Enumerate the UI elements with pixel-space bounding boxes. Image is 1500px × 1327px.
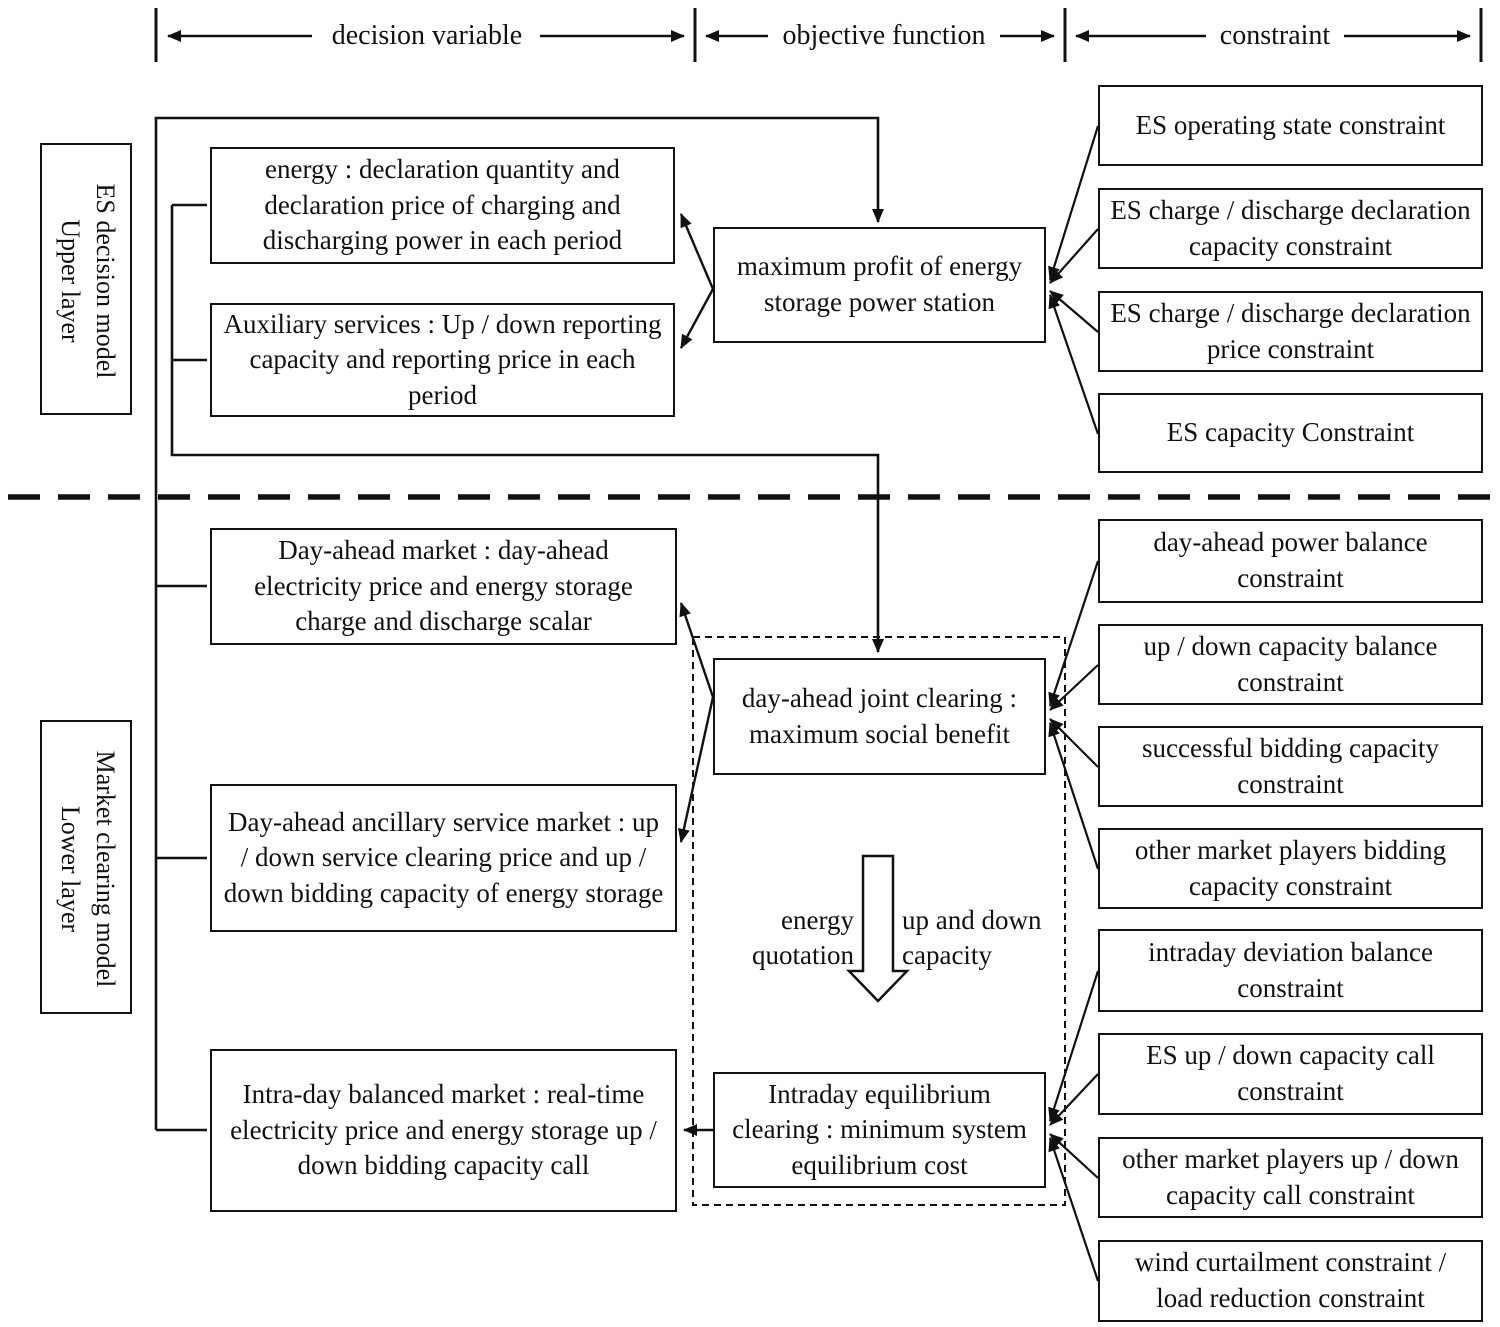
declaration-spine — [170, 203, 884, 653]
constraint-other-players-capacity-call: other market players up / down capacity … — [1098, 1137, 1483, 1218]
intraday-equilibrium-clearing-box: Intraday equilibrium clearing : minimum … — [713, 1072, 1046, 1188]
constraint-wind-curtailment-load-reduction: wind curtailment constraint / load reduc… — [1098, 1240, 1483, 1322]
upper-layer-side-label: ES decision model Upper layer — [40, 143, 132, 415]
auxiliary-services-box: Auxiliary services : Up / down reporting… — [210, 303, 675, 417]
lower-layer-side-label-line1: Market clearing model — [91, 750, 121, 988]
day-ahead-constraint-arrows — [1048, 560, 1100, 870]
upper-constraint-arrows — [1048, 125, 1100, 435]
flow-label-energy-quotation: energy quotation — [752, 905, 854, 971]
header-ticks — [154, 8, 1483, 62]
constraint-es-capacity-call: ES up / down capacity call constraint — [1098, 1033, 1483, 1115]
constraint-successful-bidding-capacity: successful bidding capacity constraint — [1098, 726, 1483, 807]
constraint-es-declaration-price: ES charge / discharge declaration price … — [1098, 291, 1483, 372]
upper-layer-side-label-line2: Upper layer — [56, 219, 85, 343]
constraint-intraday-deviation-balance: intraday deviation balance constraint — [1098, 929, 1483, 1012]
day-ahead-joint-clearing-box: day-ahead joint clearing : maximum socia… — [713, 658, 1046, 775]
lower-layer-side-label: Market clearing model Lower layer — [40, 720, 132, 1014]
day-ahead-market-box: Day-ahead market : day-ahead electricity… — [210, 528, 677, 645]
intraday-constraint-arrows — [1048, 970, 1100, 1282]
constraint-es-operating-state: ES operating state constraint — [1098, 85, 1483, 166]
intraday-balanced-market-box: Intra-day balanced market : real-time el… — [210, 1049, 677, 1212]
upper-layer-side-label-line1: ES decision model — [91, 183, 121, 379]
flow-label-up-down-capacity: up and down capacity — [902, 905, 1042, 971]
day-ahead-clearing-to-market-arrows — [677, 602, 715, 843]
clearing-flow-down-arrow — [846, 854, 910, 1003]
constraint-day-ahead-power-balance: day-ahead power balance constraint — [1098, 519, 1483, 603]
constraint-es-capacity: ES capacity Constraint — [1098, 393, 1483, 473]
header-objective-function: objective function — [776, 16, 992, 56]
max-profit-objective-box: maximum profit of energy storage power s… — [713, 227, 1046, 343]
energy-declaration-box: energy : declaration quantity and declar… — [210, 147, 675, 264]
header-decision-variable: decision variable — [322, 16, 532, 56]
upper-objective-to-decision-arrows — [679, 213, 715, 349]
constraint-other-players-bidding-capacity: other market players bidding capacity co… — [1098, 828, 1483, 909]
header-constraint: constraint — [1214, 16, 1336, 56]
constraint-es-declaration-capacity: ES charge / discharge declaration capaci… — [1098, 188, 1483, 269]
lower-layer-side-label-line2: Lower layer — [56, 805, 85, 933]
day-ahead-ancillary-market-box: Day-ahead ancillary service market : up … — [210, 784, 677, 932]
results-feedback-spine — [154, 116, 884, 1132]
constraint-up-down-capacity-balance: up / down capacity balance constraint — [1098, 624, 1483, 705]
